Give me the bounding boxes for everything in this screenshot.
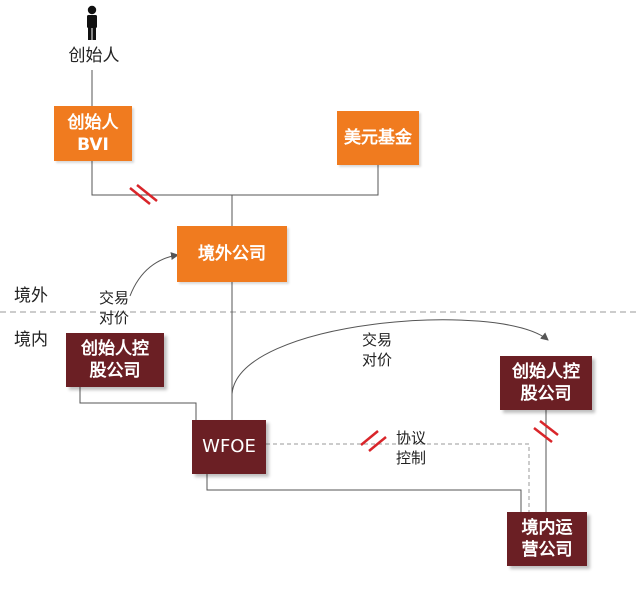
trade-consideration-left-label: 交易 对价 <box>99 289 130 327</box>
onshore-region-label: 境内 <box>14 330 48 350</box>
trade-arrow-left <box>129 252 179 297</box>
founder-label: 创始人 <box>68 46 120 66</box>
usd-fund-box: 美元基金 <box>337 111 419 165</box>
trade-consideration-right-label: 交易 对价 <box>362 331 393 369</box>
break-mark-right-holding <box>533 420 559 443</box>
founder-holding-right-box: 创始人控 股公司 <box>500 356 592 410</box>
agreement-control-label: 协议 控制 <box>396 429 427 467</box>
person-icon <box>87 5 97 40</box>
wfoe-box: WFOE <box>192 420 266 474</box>
bvi-fund-to-offshore-line <box>91 161 379 196</box>
offshore-company-box: 境外公司 <box>177 226 287 282</box>
break-mark-bvi <box>129 184 158 205</box>
founder-bvi-box: 创始人 BVI <box>54 106 132 161</box>
domestic-operating-box: 境内运 营公司 <box>507 512 587 566</box>
left-holding-to-wfoe-line <box>79 387 197 420</box>
offshore-region-label: 境外 <box>14 286 48 306</box>
trade-arrow-right <box>231 319 549 395</box>
founder-holding-left-box: 创始人控 股公司 <box>66 333 164 387</box>
wfoe-to-domestic-line <box>206 474 522 512</box>
agreement-control-line <box>266 443 530 512</box>
break-mark-agreement <box>360 430 387 452</box>
